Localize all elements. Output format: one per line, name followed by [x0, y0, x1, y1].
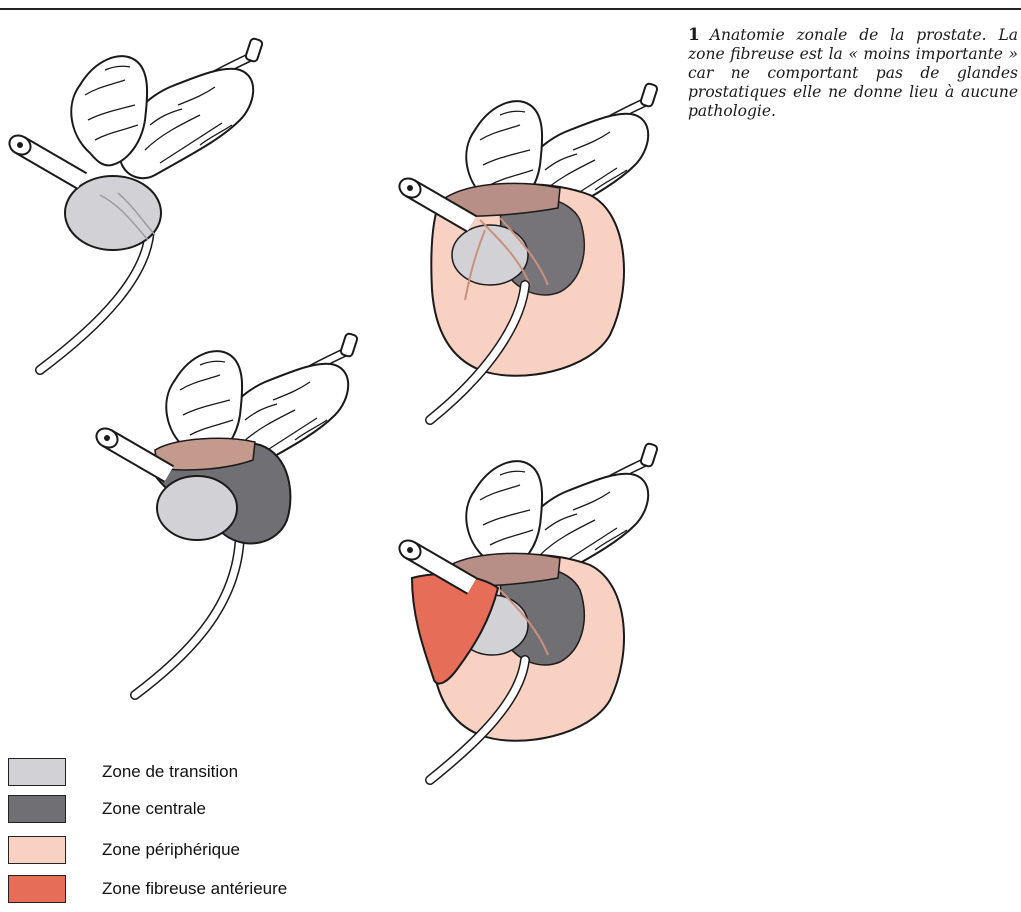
caption-number: 1	[688, 25, 700, 45]
legend-label: Zone de transition	[102, 762, 238, 782]
legend-swatch-central	[8, 795, 66, 823]
figure-caption: 1Anatomie zonale de la prostate. La zone…	[688, 26, 1018, 121]
legend-item-transition: Zone de transition	[8, 758, 528, 788]
stage-1-figure	[6, 38, 263, 370]
caption-text: Anatomie zonale de la prostate. La zone …	[688, 26, 1018, 120]
legend-label: Zone fibreuse antérieure	[102, 879, 287, 899]
stage-3-transition-zone	[452, 225, 528, 285]
stage-2-transition-zone	[157, 476, 237, 540]
legend-swatch-fibrous	[8, 875, 66, 903]
legend-label: Zone périphérique	[102, 840, 240, 860]
legend-item-peripheral: Zone périphérique	[8, 836, 528, 866]
stage-3-figure	[396, 83, 658, 420]
stage-2-figure	[93, 333, 358, 695]
legend-item-central: Zone centrale	[8, 795, 528, 825]
stage-4-figure	[396, 443, 658, 780]
legend-swatch-transition	[8, 758, 66, 786]
legend-item-fibrous: Zone fibreuse antérieure	[8, 875, 528, 905]
legend-swatch-peripheral	[8, 836, 66, 864]
legend-label: Zone centrale	[102, 799, 206, 819]
